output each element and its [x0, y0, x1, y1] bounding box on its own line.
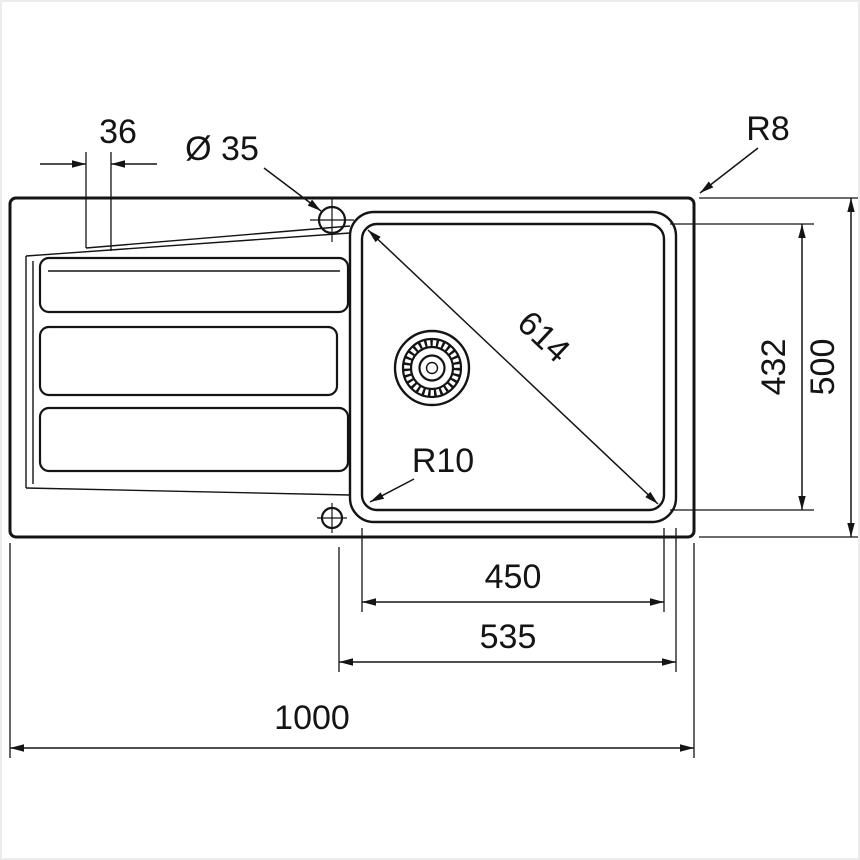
- drainboard-top-edge-2: [25, 232, 351, 257]
- bowl-height-432-label: 432: [755, 339, 793, 396]
- drain-center-circle: [425, 361, 439, 375]
- dimension-tap-diameter: Ø 35: [185, 130, 322, 212]
- bowl-outer-rim: [348, 210, 678, 524]
- drainboard-bottom-edge: [25, 487, 351, 496]
- dimension-432: 432: [755, 224, 806, 510]
- overall-width-1000-label: 1000: [274, 699, 350, 737]
- r8-leader: [699, 147, 759, 194]
- overall-height-500-label: 500: [804, 339, 842, 396]
- dimension-1000: 1000: [10, 699, 694, 752]
- second-hole: [317, 503, 347, 533]
- drainboard-rib-2: [38, 325, 339, 397]
- outer-width-535-label: 535: [480, 618, 537, 656]
- drain-mid-circle: [409, 345, 455, 391]
- bowl-radius-r10-label: R10: [412, 442, 474, 480]
- dimension-450: 450: [362, 558, 664, 606]
- diagonal-614-label: 614: [510, 304, 577, 371]
- drainboard-rib-3: [38, 406, 350, 473]
- drain-knurl-ring: [403, 339, 461, 397]
- drainboard-top-edge-1: [85, 225, 351, 249]
- dimension-36: 36: [40, 113, 157, 168]
- drain-inner-circle: [418, 354, 446, 382]
- bowl: [348, 210, 678, 524]
- second-hole-crosshair: [317, 503, 347, 533]
- tap-hole-crosshair: [310, 198, 354, 242]
- bowl-inner-edge: [360, 222, 666, 512]
- dim-36-label: 36: [99, 113, 137, 151]
- dim-614-line: [367, 229, 659, 505]
- dimension-r10: R10: [369, 442, 474, 503]
- dimension-500: 500: [804, 198, 855, 537]
- tap-diameter-leader: [263, 167, 322, 212]
- sink-outline: [8, 196, 696, 539]
- dimension-r8: R8: [699, 110, 790, 194]
- tap-hole: [310, 198, 354, 242]
- corner-radius-r8-label: R8: [746, 110, 789, 148]
- drainboard: [25, 225, 351, 496]
- drainboard-rib-1: [38, 256, 350, 314]
- tap-hole-diameter-label: Ø 35: [185, 130, 259, 168]
- drain-strainer: [393, 329, 471, 407]
- r10-leader: [369, 478, 415, 503]
- bowl-width-450-label: 450: [485, 558, 542, 596]
- dimension-535: 535: [339, 618, 676, 666]
- sink-outer-rect: [8, 196, 696, 539]
